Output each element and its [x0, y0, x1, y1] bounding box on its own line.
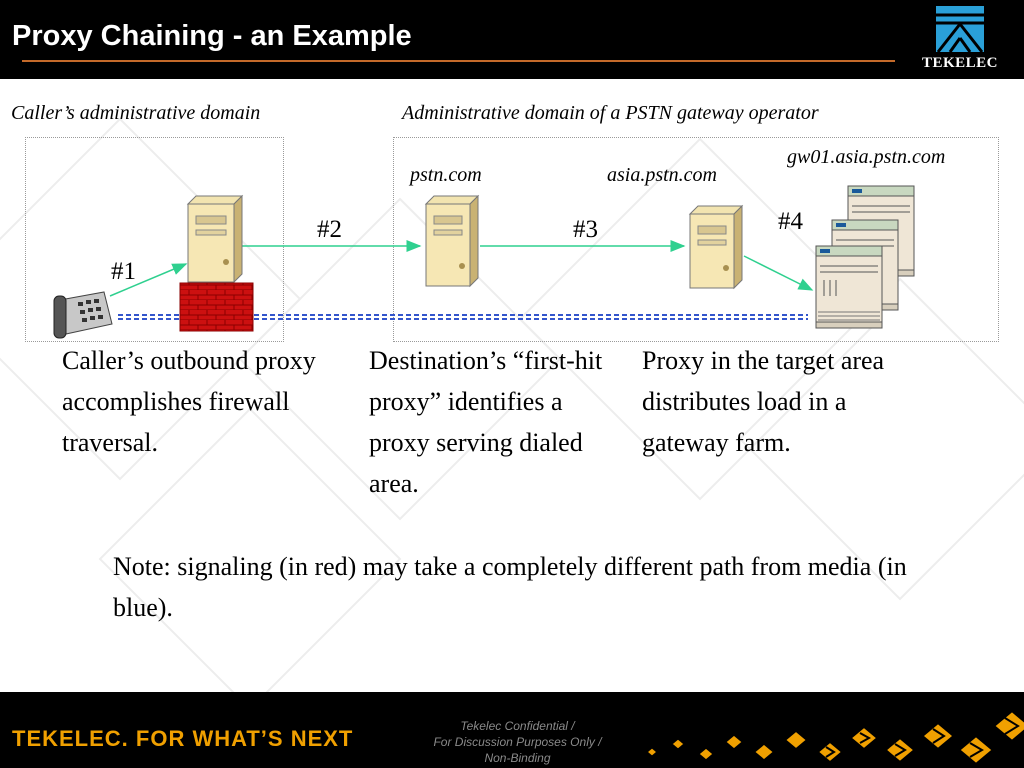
title-bar: Proxy Chaining - an Example TEKELEC: [0, 0, 1024, 79]
caption-target-proxy: Proxy in the target area distributes loa…: [642, 346, 885, 457]
host-label-asia: asia.pstn.com: [607, 164, 717, 186]
page-title: Proxy Chaining - an Example: [12, 20, 412, 52]
firewall-icon: [179, 282, 254, 332]
network-diagram: [53, 185, 915, 339]
confidential-notice: Tekelec Confidential / For Discussion Pu…: [420, 718, 615, 766]
caller-domain-box: [25, 137, 284, 342]
pstn-proxy-server-icon: [424, 194, 480, 288]
caller-domain-label: Caller’s administrative domain: [11, 102, 261, 124]
confidential-line-2: For Discussion Purposes Only /: [433, 735, 602, 749]
gateway-farm-icon: [815, 185, 915, 329]
signal-arrow-1: [109, 263, 188, 297]
confidential-line-3: Non-Binding: [484, 751, 551, 765]
signal-arrow-4: [743, 255, 814, 291]
telephone-icon: [53, 291, 113, 339]
footer-bar: TEKELEC. FOR WHAT’S NEXT Tekelec Confide…: [0, 692, 1024, 768]
footer-tagline: TEKELEC. FOR WHAT’S NEXT: [12, 726, 354, 751]
signaling-note: Note: signaling (in red) may take a comp…: [113, 552, 907, 622]
outbound-proxy-server-icon: [186, 194, 244, 284]
confidential-line-1: Tekelec Confidential /: [460, 719, 575, 733]
asia-proxy-server-icon: [688, 204, 744, 290]
title-underline: [22, 60, 895, 62]
step-label-3: #3: [573, 216, 598, 243]
logo-wordmark: TEKELEC: [921, 55, 999, 71]
pstn-domain-box: [393, 137, 999, 342]
tekelec-logo-icon: [936, 6, 984, 53]
tekelec-logo: TEKELEC: [918, 2, 1002, 77]
host-label-gateway: gw01.asia.pstn.com: [787, 146, 946, 168]
pstn-domain-label: Administrative domain of a PSTN gateway …: [402, 102, 819, 124]
caption-first-hit-proxy: Destination’s “first-hit proxy” identifi…: [369, 346, 603, 498]
decorative-arrows-icon: [647, 710, 1024, 765]
step-label-2: #2: [317, 216, 342, 243]
step-label-1: #1: [111, 258, 136, 285]
caption-outbound-proxy: Caller’s outbound proxy accomplishes fir…: [62, 346, 316, 457]
host-label-pstn: pstn.com: [410, 164, 482, 186]
step-label-4: #4: [778, 208, 803, 235]
